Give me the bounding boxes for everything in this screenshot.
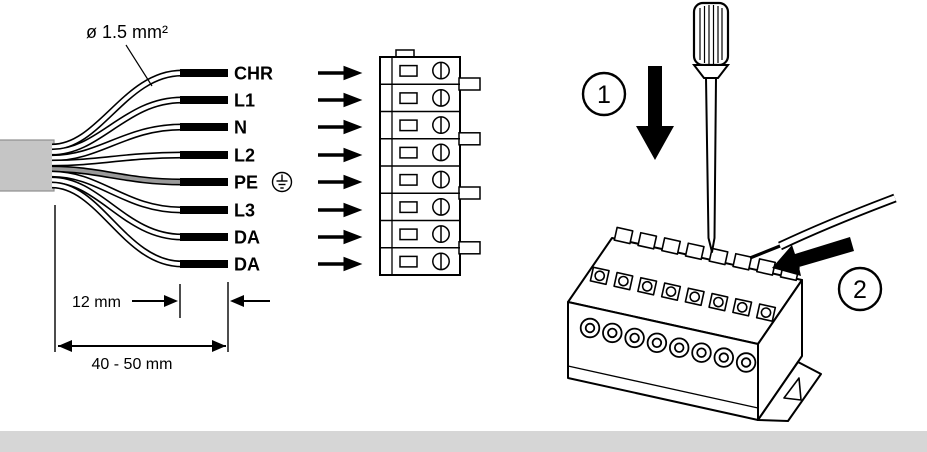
- flow-arrow-icon: [318, 147, 363, 163]
- terminal-row: [399, 61, 450, 80]
- strip-length-label: 12 mm: [72, 294, 121, 311]
- terminal-row: [399, 116, 450, 135]
- cable-fanout: [0, 69, 228, 268]
- wire-label-l2: L2: [234, 146, 255, 166]
- wire-l2: [51, 151, 228, 167]
- footer-bar: [0, 431, 927, 452]
- screwdriver-icon: [691, 1, 731, 253]
- flow-arrow-icon: [318, 65, 363, 81]
- wire-da1: [51, 176, 228, 241]
- flow-arrow-icon: [318, 119, 363, 135]
- flow-arrow-icon: [318, 202, 363, 218]
- terminal-row: [399, 225, 450, 244]
- wire-label-da2: DA: [234, 255, 260, 275]
- step-2-number: 2: [853, 276, 867, 304]
- terminal-row: [399, 88, 450, 107]
- terminal-row: [399, 197, 450, 216]
- sheath-removal-label: 40 - 50 mm: [92, 356, 173, 373]
- leader-line: [125, 44, 153, 87]
- incoming-wire: [749, 193, 897, 260]
- wire-l1: [51, 96, 228, 156]
- flow-arrow-icon: [318, 174, 363, 190]
- wire-labels: CHR L1 N L2 PE L3 DA DA: [234, 64, 293, 275]
- connector-screw-wells: [589, 266, 777, 322]
- cable-spec-label: ø 1.5 mm²: [86, 22, 168, 42]
- wire-pe: [51, 165, 228, 186]
- wire-label-n: N: [234, 118, 247, 138]
- step-1: 1: [581, 66, 674, 160]
- connector-plug: [567, 226, 822, 422]
- earth-ground-icon: [271, 171, 293, 193]
- arrow-down-icon: [636, 66, 674, 160]
- step-2: 2: [772, 237, 883, 312]
- wire-label-pe: PE: [234, 173, 258, 193]
- wire-l3: [51, 170, 228, 214]
- terminal-row: [399, 143, 450, 162]
- wire-label-da1: DA: [234, 228, 260, 248]
- flow-arrow-icon: [318, 92, 363, 108]
- step-1-number: 1: [597, 81, 611, 109]
- terminal-row: [399, 252, 450, 271]
- wire-chr: [51, 69, 228, 151]
- wire-n: [51, 123, 228, 162]
- flow-arrow-icon: [318, 229, 363, 245]
- cable-spec: ø 1.5 mm²: [86, 22, 168, 87]
- step-2-badge: [837, 266, 883, 312]
- cable-sheath: [0, 139, 55, 192]
- arrow-left-icon: [772, 237, 854, 276]
- terminal-row: [399, 170, 450, 189]
- wire-label-l1: L1: [234, 91, 255, 111]
- connector-end-face: [757, 279, 803, 421]
- wire-da2: [51, 181, 228, 268]
- dimension-sheath-removal: 40 - 50 mm: [58, 340, 226, 373]
- flow-arrows: [318, 65, 363, 272]
- terminal-block: [379, 49, 481, 276]
- wire-label-chr: CHR: [234, 64, 273, 84]
- connector-wire-holes: [579, 317, 757, 373]
- step-1-badge: [581, 71, 627, 117]
- wire-label-l3: L3: [234, 201, 255, 221]
- flow-arrow-icon: [318, 256, 363, 272]
- dimension-strip-length: 12 mm: [54, 205, 270, 352]
